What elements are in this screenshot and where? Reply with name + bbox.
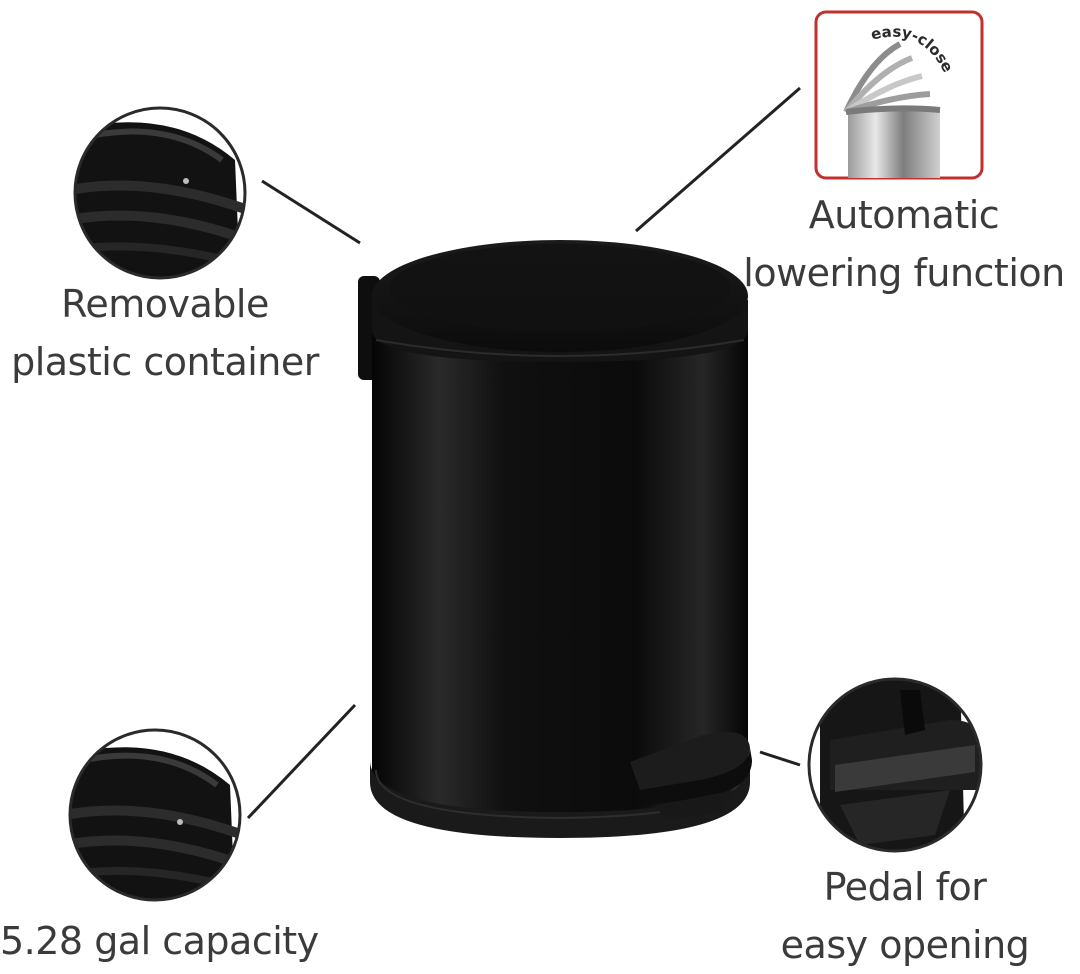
label-removable-container: Removable plastic container	[0, 275, 330, 391]
connector-lines	[246, 86, 801, 820]
label-automatic-line1: Automatic	[808, 193, 1000, 237]
label-pedal: Pedal for easy opening	[760, 858, 1050, 974]
pedal-bin-image	[358, 240, 752, 838]
easy-close-badge: easy-close	[814, 10, 984, 180]
label-removable-line1: Removable	[61, 282, 269, 326]
detail-circle-container	[73, 106, 247, 280]
label-automatic-lowering: Automatic lowering function	[730, 186, 1078, 302]
detail-circle-capacity	[68, 728, 242, 902]
label-capacity-line1: 5.28 gal capacity	[0, 919, 319, 963]
label-pedal-line2: easy opening	[780, 923, 1030, 967]
label-pedal-line1: Pedal for	[823, 865, 987, 909]
label-capacity: 5.28 gal capacity	[0, 912, 319, 970]
detail-circle-pedal	[807, 677, 983, 853]
label-removable-line2: plastic container	[11, 340, 319, 384]
label-automatic-line2: lowering function	[743, 251, 1065, 295]
